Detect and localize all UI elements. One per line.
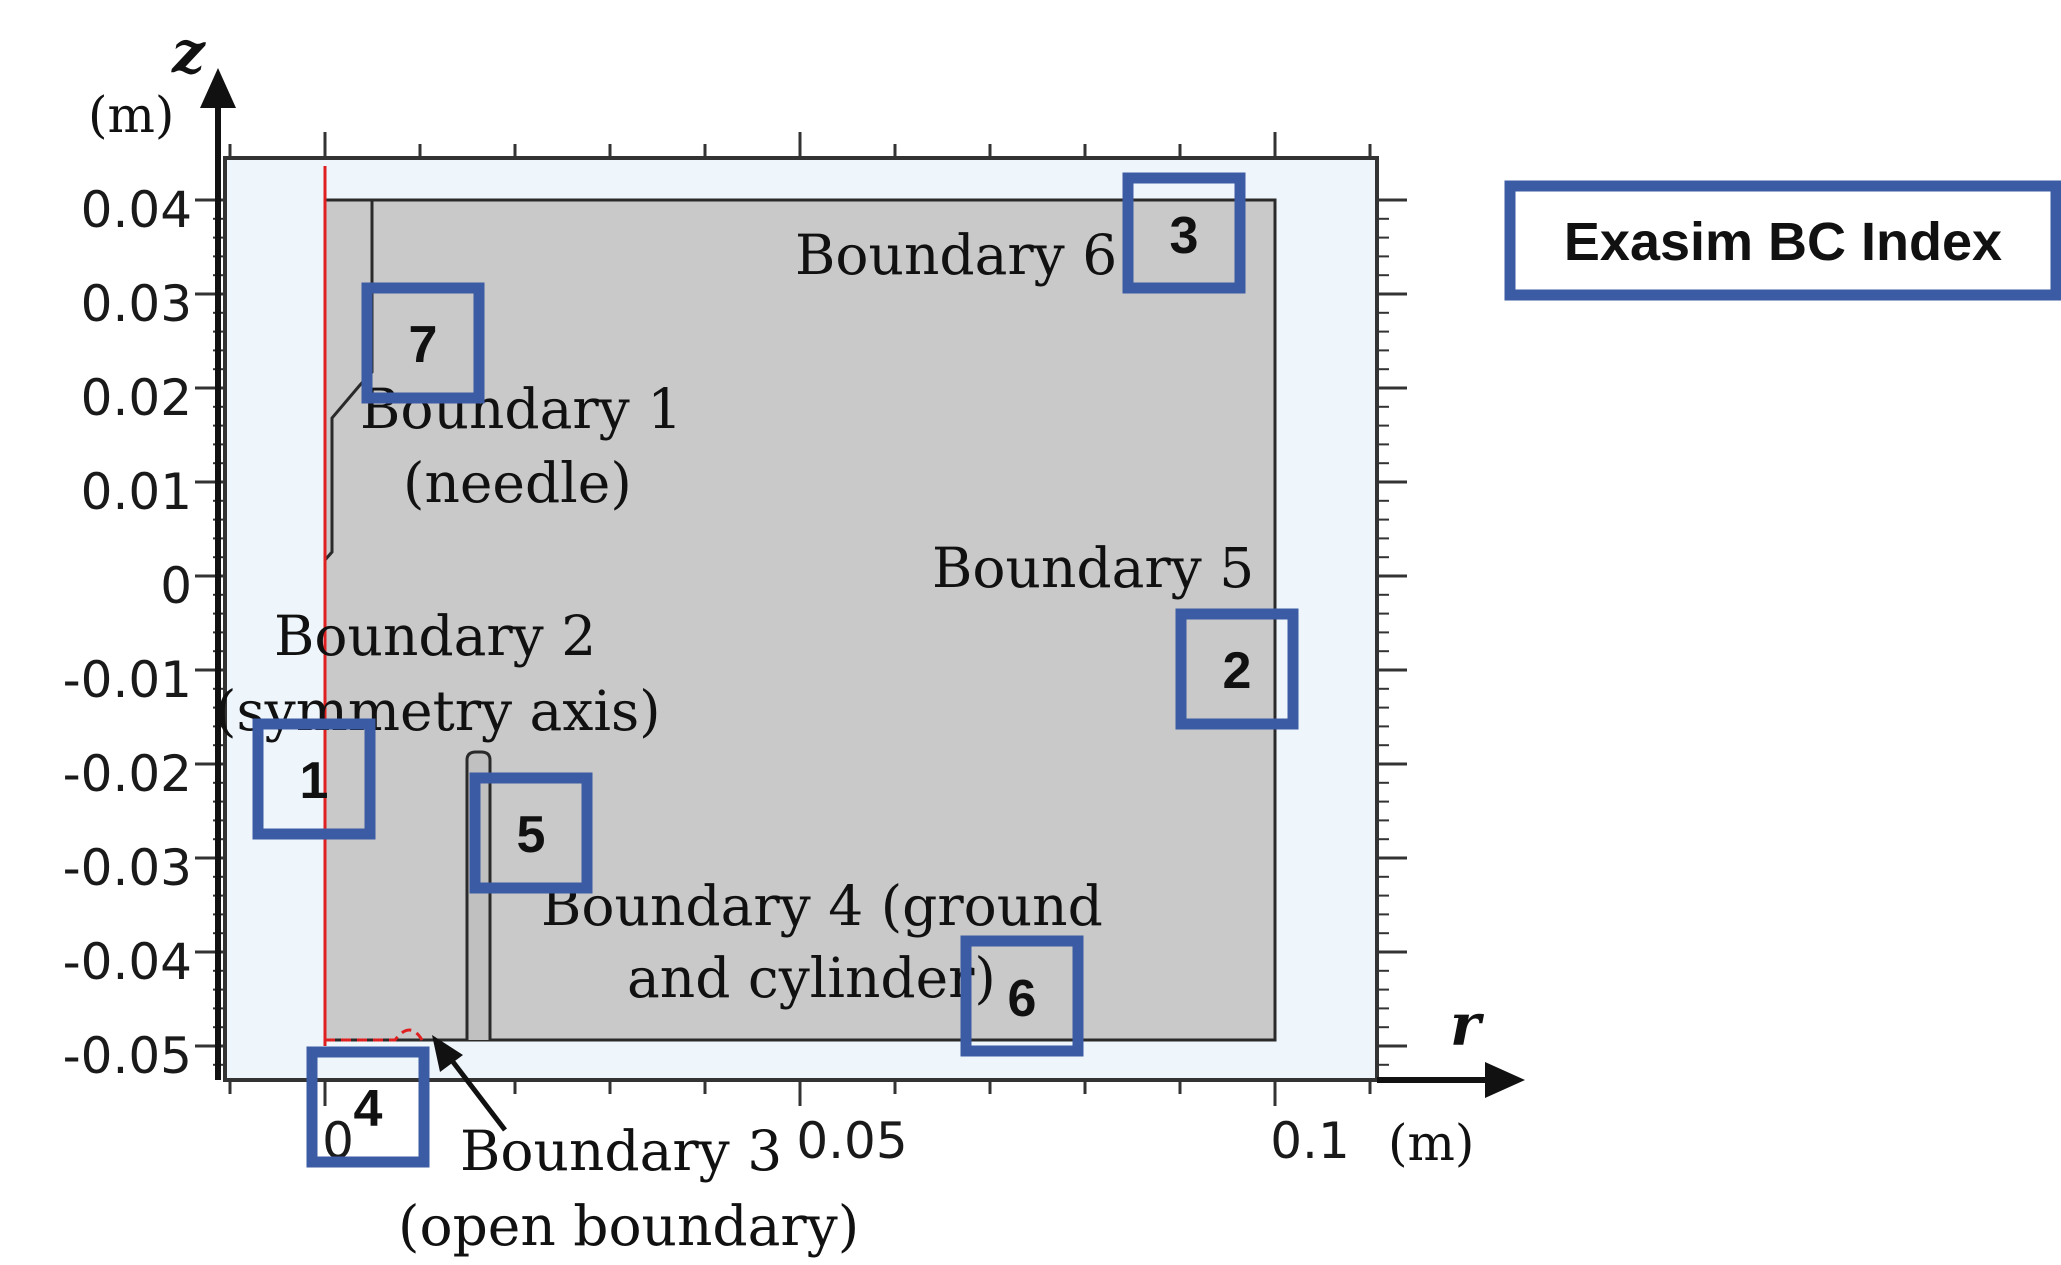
z-axis-arrowhead	[200, 68, 236, 108]
boundary-3-pointer-head	[432, 1035, 463, 1072]
z-tick-label: 0.03	[81, 275, 192, 333]
z-tick-label: 0.04	[81, 181, 192, 239]
z-tick-label: 0	[160, 557, 192, 615]
z-tick-label: -0.03	[63, 839, 192, 897]
z-tick-label: 0.02	[81, 369, 192, 427]
z-axis-unit: (m)	[88, 86, 174, 144]
boundary-3-pointer	[448, 1056, 507, 1132]
open-boundary-line	[325, 1028, 424, 1042]
bc-index-box: 1	[252, 718, 376, 840]
boundary-5-label: Boundary 5	[932, 536, 1254, 600]
bc-index-box: 3	[1122, 172, 1246, 294]
z-tick-label: 0.01	[81, 463, 192, 521]
z-tick-label: -0.01	[63, 651, 192, 709]
z-tick-label: -0.02	[63, 745, 192, 803]
bc-index-number: 2	[1223, 642, 1252, 700]
legend-title: Exasim BC Index	[1564, 212, 2002, 272]
bc-index-box: 7	[361, 282, 485, 404]
boundary-4-sublabel: and cylinder)	[627, 946, 996, 1010]
r-axis-name: r	[1450, 991, 1485, 1059]
r-tick-label: 0.1	[1270, 1112, 1350, 1170]
bc-index-box: 4	[306, 1046, 430, 1168]
boundary-6-label: Boundary 6	[795, 223, 1117, 287]
bc-index-number: 4	[354, 1080, 383, 1138]
legend-box: Exasim BC Index	[1504, 180, 2061, 301]
z-tick-labels: 0.04 0.03 0.02 0.01 0 -0.01 -0.02 -0.03 …	[63, 181, 192, 1085]
z-tick-label: -0.05	[63, 1027, 192, 1085]
boundary-1-label: Boundary 1	[360, 377, 682, 441]
boundary-2-label: Boundary 2	[274, 604, 596, 668]
r-axis-unit: (m)	[1388, 1114, 1474, 1172]
boundary-3-sublabel: (open boundary)	[398, 1194, 859, 1258]
boundary-3-label: Boundary 3	[460, 1119, 782, 1183]
bc-index-box: 5	[469, 772, 593, 894]
bc-index-number: 5	[517, 806, 546, 864]
z-axis-name: z	[171, 18, 206, 86]
boundary-2-sublabel: (symmetry axis)	[215, 679, 661, 743]
bc-index-number: 3	[1170, 207, 1199, 265]
r-axis-ticks	[228, 132, 1372, 1106]
boundary-4-label: Boundary 4 (ground	[541, 874, 1103, 938]
bc-index-box: 2	[1175, 608, 1299, 730]
r-tick-label: 0.05	[796, 1112, 907, 1170]
bc-index-number: 6	[1008, 970, 1037, 1028]
r-axis-arrowhead	[1485, 1062, 1525, 1098]
bc-index-number: 7	[409, 316, 438, 374]
boundary-1-sublabel: (needle)	[403, 451, 632, 515]
z-tick-label: -0.04	[63, 933, 192, 991]
r-tick-labels: 0 0.05 0.1	[322, 1112, 1350, 1170]
bc-index-box: 6	[960, 935, 1084, 1057]
bc-index-number: 1	[300, 752, 329, 810]
